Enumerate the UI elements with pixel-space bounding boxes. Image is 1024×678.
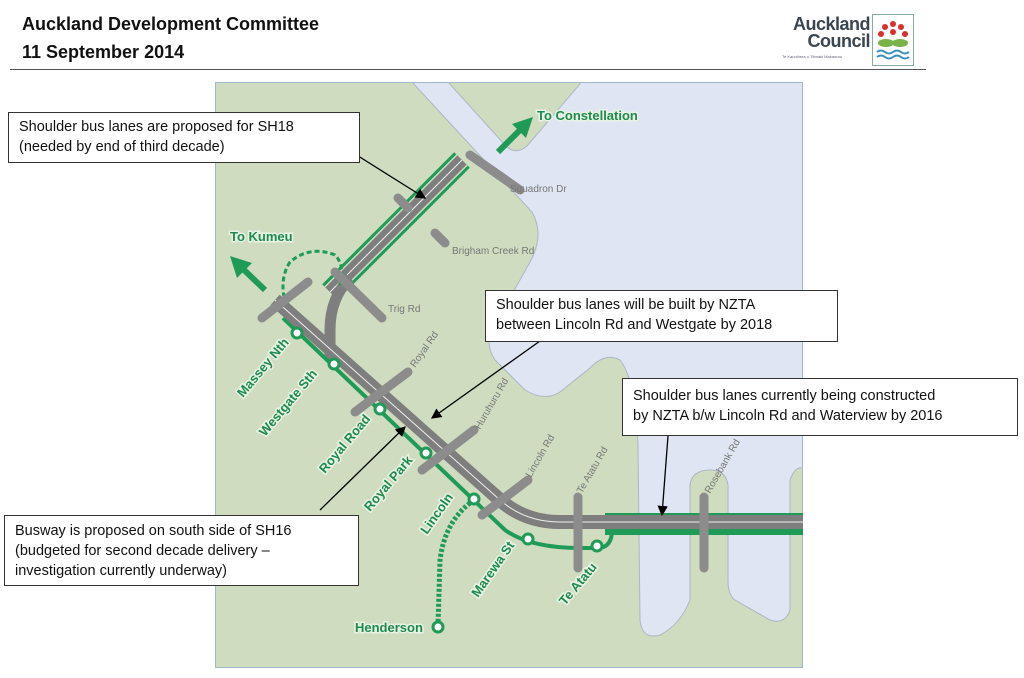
station-westgate-sth xyxy=(327,357,341,371)
label-squadron-dr: Squadron Dr xyxy=(510,184,567,195)
station-lincoln xyxy=(467,492,481,506)
label-to-kumeu: To Kumeu xyxy=(230,229,293,244)
busway-dashed-henderson xyxy=(435,497,476,626)
meeting-date: 11 September 2014 xyxy=(22,42,185,62)
logo-tagline: Te Kaunihera o Tāmaki Makaurau xyxy=(782,54,842,59)
station-royal-road xyxy=(373,402,387,416)
label-trig-rd: Trig Rd xyxy=(388,304,420,315)
station-te-atatu xyxy=(590,539,604,553)
arrow-to-constellation-icon xyxy=(495,117,533,155)
callout-4-arrow xyxy=(319,426,406,511)
header-rule xyxy=(10,69,926,70)
callout-2-arrow xyxy=(430,340,541,419)
committee-title: Auckland Development Committee xyxy=(22,14,320,34)
stations xyxy=(290,326,604,634)
callout-lincoln-westgate: Shoulder bus lanes will be built by NZTA… xyxy=(485,290,838,342)
station-henderson xyxy=(431,620,445,634)
busway-map: To Constellation To Kumeu Squadron Dr Br… xyxy=(214,81,804,669)
road-crossings xyxy=(257,150,709,573)
callout-lincoln-waterview: Shoulder bus lanes currently being const… xyxy=(622,378,1018,436)
label-henderson: Henderson xyxy=(355,620,423,635)
callout-busway-sh16: Busway is proposed on south side of SH16… xyxy=(4,515,359,586)
station-massey-nth xyxy=(290,326,304,340)
arrow-to-kumeu-icon xyxy=(230,256,268,293)
busway-dashed-kumeu xyxy=(281,249,344,321)
label-brigham-creek-rd: Brigham Creek Rd xyxy=(452,246,534,257)
callout-sh18: Shoulder bus lanes are proposed for SH18… xyxy=(8,112,360,163)
station-marewa-st xyxy=(521,532,535,546)
label-to-constellation: To Constellation xyxy=(537,108,638,123)
callout-3-arrow xyxy=(657,435,669,517)
water-harbour xyxy=(410,81,804,637)
pohutukawa-emblem-icon xyxy=(872,14,914,66)
callout-1-arrow xyxy=(354,153,427,199)
station-royal-park xyxy=(419,446,433,460)
